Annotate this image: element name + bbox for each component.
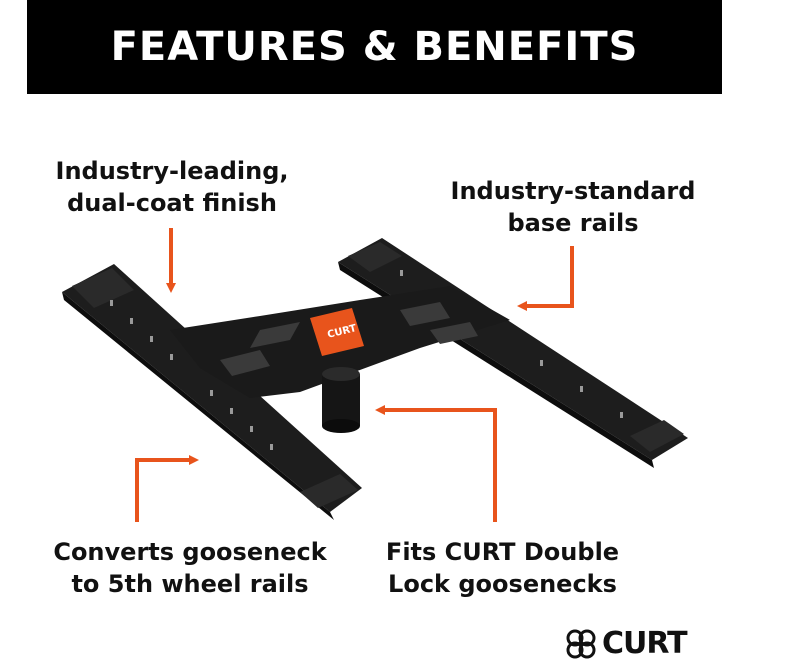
callout-finish-line2: dual-coat finish <box>67 189 277 217</box>
callout-finish: Industry-leading, dual-coat finish <box>52 155 292 219</box>
callout-converts: Converts gooseneck to 5th wheel rails <box>45 536 335 600</box>
callout-fits-line1: Fits CURT Double <box>385 538 620 566</box>
banner-title: FEATURES & BENEFITS <box>110 24 639 70</box>
callout-rails: Industry-standard base rails <box>448 175 698 239</box>
left-base-rail <box>62 264 362 520</box>
arrow-rails <box>517 246 574 311</box>
callout-converts-line1: Converts gooseneck <box>53 538 327 566</box>
curt-logo: CURT <box>566 626 688 661</box>
arrow-converts <box>135 455 199 522</box>
curt-emblem-icon <box>566 629 596 658</box>
curt-logo-word: CURT <box>602 626 688 661</box>
callout-fits-line2: Lock goosenecks <box>388 570 617 598</box>
arrow-fits <box>375 405 497 522</box>
callout-fits: Fits CURT Double Lock goosenecks <box>380 536 625 600</box>
gooseneck-post <box>322 367 360 433</box>
header-banner: FEATURES & BENEFITS <box>27 0 722 94</box>
callout-rails-line1: Industry-standard <box>450 177 696 205</box>
callout-converts-line2: to 5th wheel rails <box>71 570 309 598</box>
callout-rails-line2: base rails <box>507 209 639 237</box>
cross-plate <box>170 286 510 398</box>
callout-finish-line1: Industry-leading, <box>55 157 289 185</box>
product-label <box>310 308 364 356</box>
